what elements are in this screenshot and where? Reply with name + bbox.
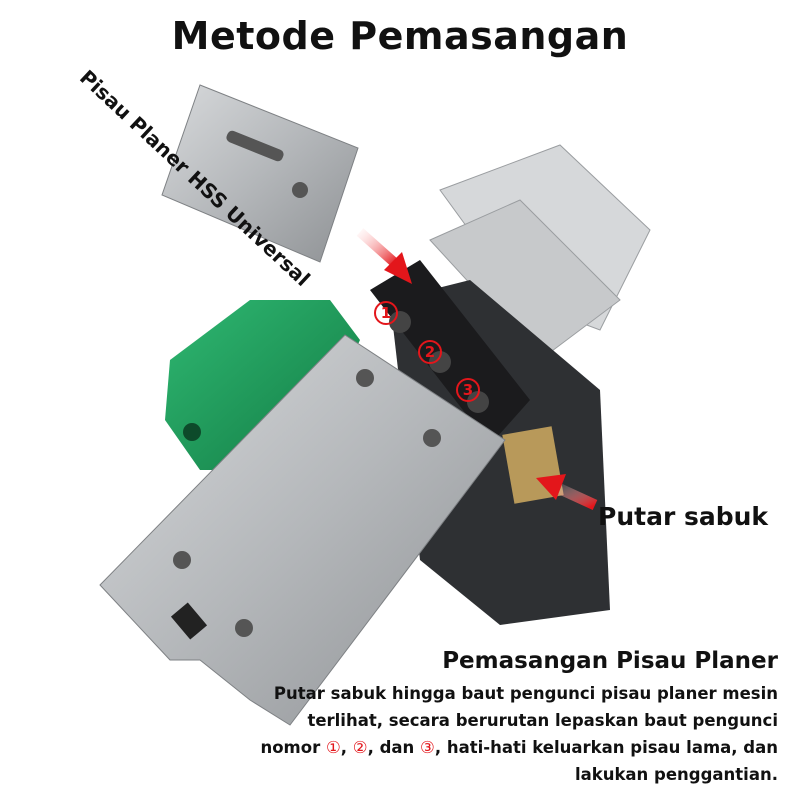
- text: ,: [340, 738, 353, 757]
- arrow-to-belt: [536, 474, 598, 510]
- bolt-block: [370, 260, 530, 445]
- bolt-ref-1: ①: [325, 738, 341, 757]
- base-plate: [99, 334, 506, 726]
- planer-blade: [161, 84, 359, 263]
- text: , dan: [367, 738, 421, 757]
- instructions-heading: Pemasangan Pisau Planer: [442, 648, 778, 674]
- bolt-number-3-text: 3: [463, 381, 473, 399]
- bolt-number-2-text: 2: [425, 343, 435, 361]
- guide-rails: [429, 144, 651, 361]
- bolt-ref-2: ②: [352, 738, 368, 757]
- instructions-panel: Pemasangan Pisau Planer Putar sabuk hing…: [260, 648, 778, 788]
- instructions-line-3: nomor ①, ②, dan ③, hati-hati keluarkan p…: [260, 734, 778, 761]
- instructions-line-2: terlihat, secara berurutan lepaskan baut…: [307, 711, 778, 730]
- bolt-number-1-text: 1: [381, 304, 391, 322]
- instructions-body: Putar sabuk hingga baut pengunci pisau p…: [260, 680, 778, 788]
- arrow-to-bolts: [356, 228, 412, 284]
- text: nomor: [260, 738, 326, 757]
- page-title: Metode Pemasangan: [171, 14, 629, 58]
- text: , hati-hati keluarkan pisau lama, dan: [434, 738, 778, 757]
- bolt-ref-3: ③: [420, 738, 435, 757]
- instructions-line-1: Putar sabuk hingga baut pengunci pisau p…: [273, 684, 778, 703]
- bolt-number-labels: [374, 301, 480, 402]
- belt-label: Putar sabuk: [598, 502, 769, 531]
- instructions-line-4: lakukan penggantian.: [574, 765, 778, 784]
